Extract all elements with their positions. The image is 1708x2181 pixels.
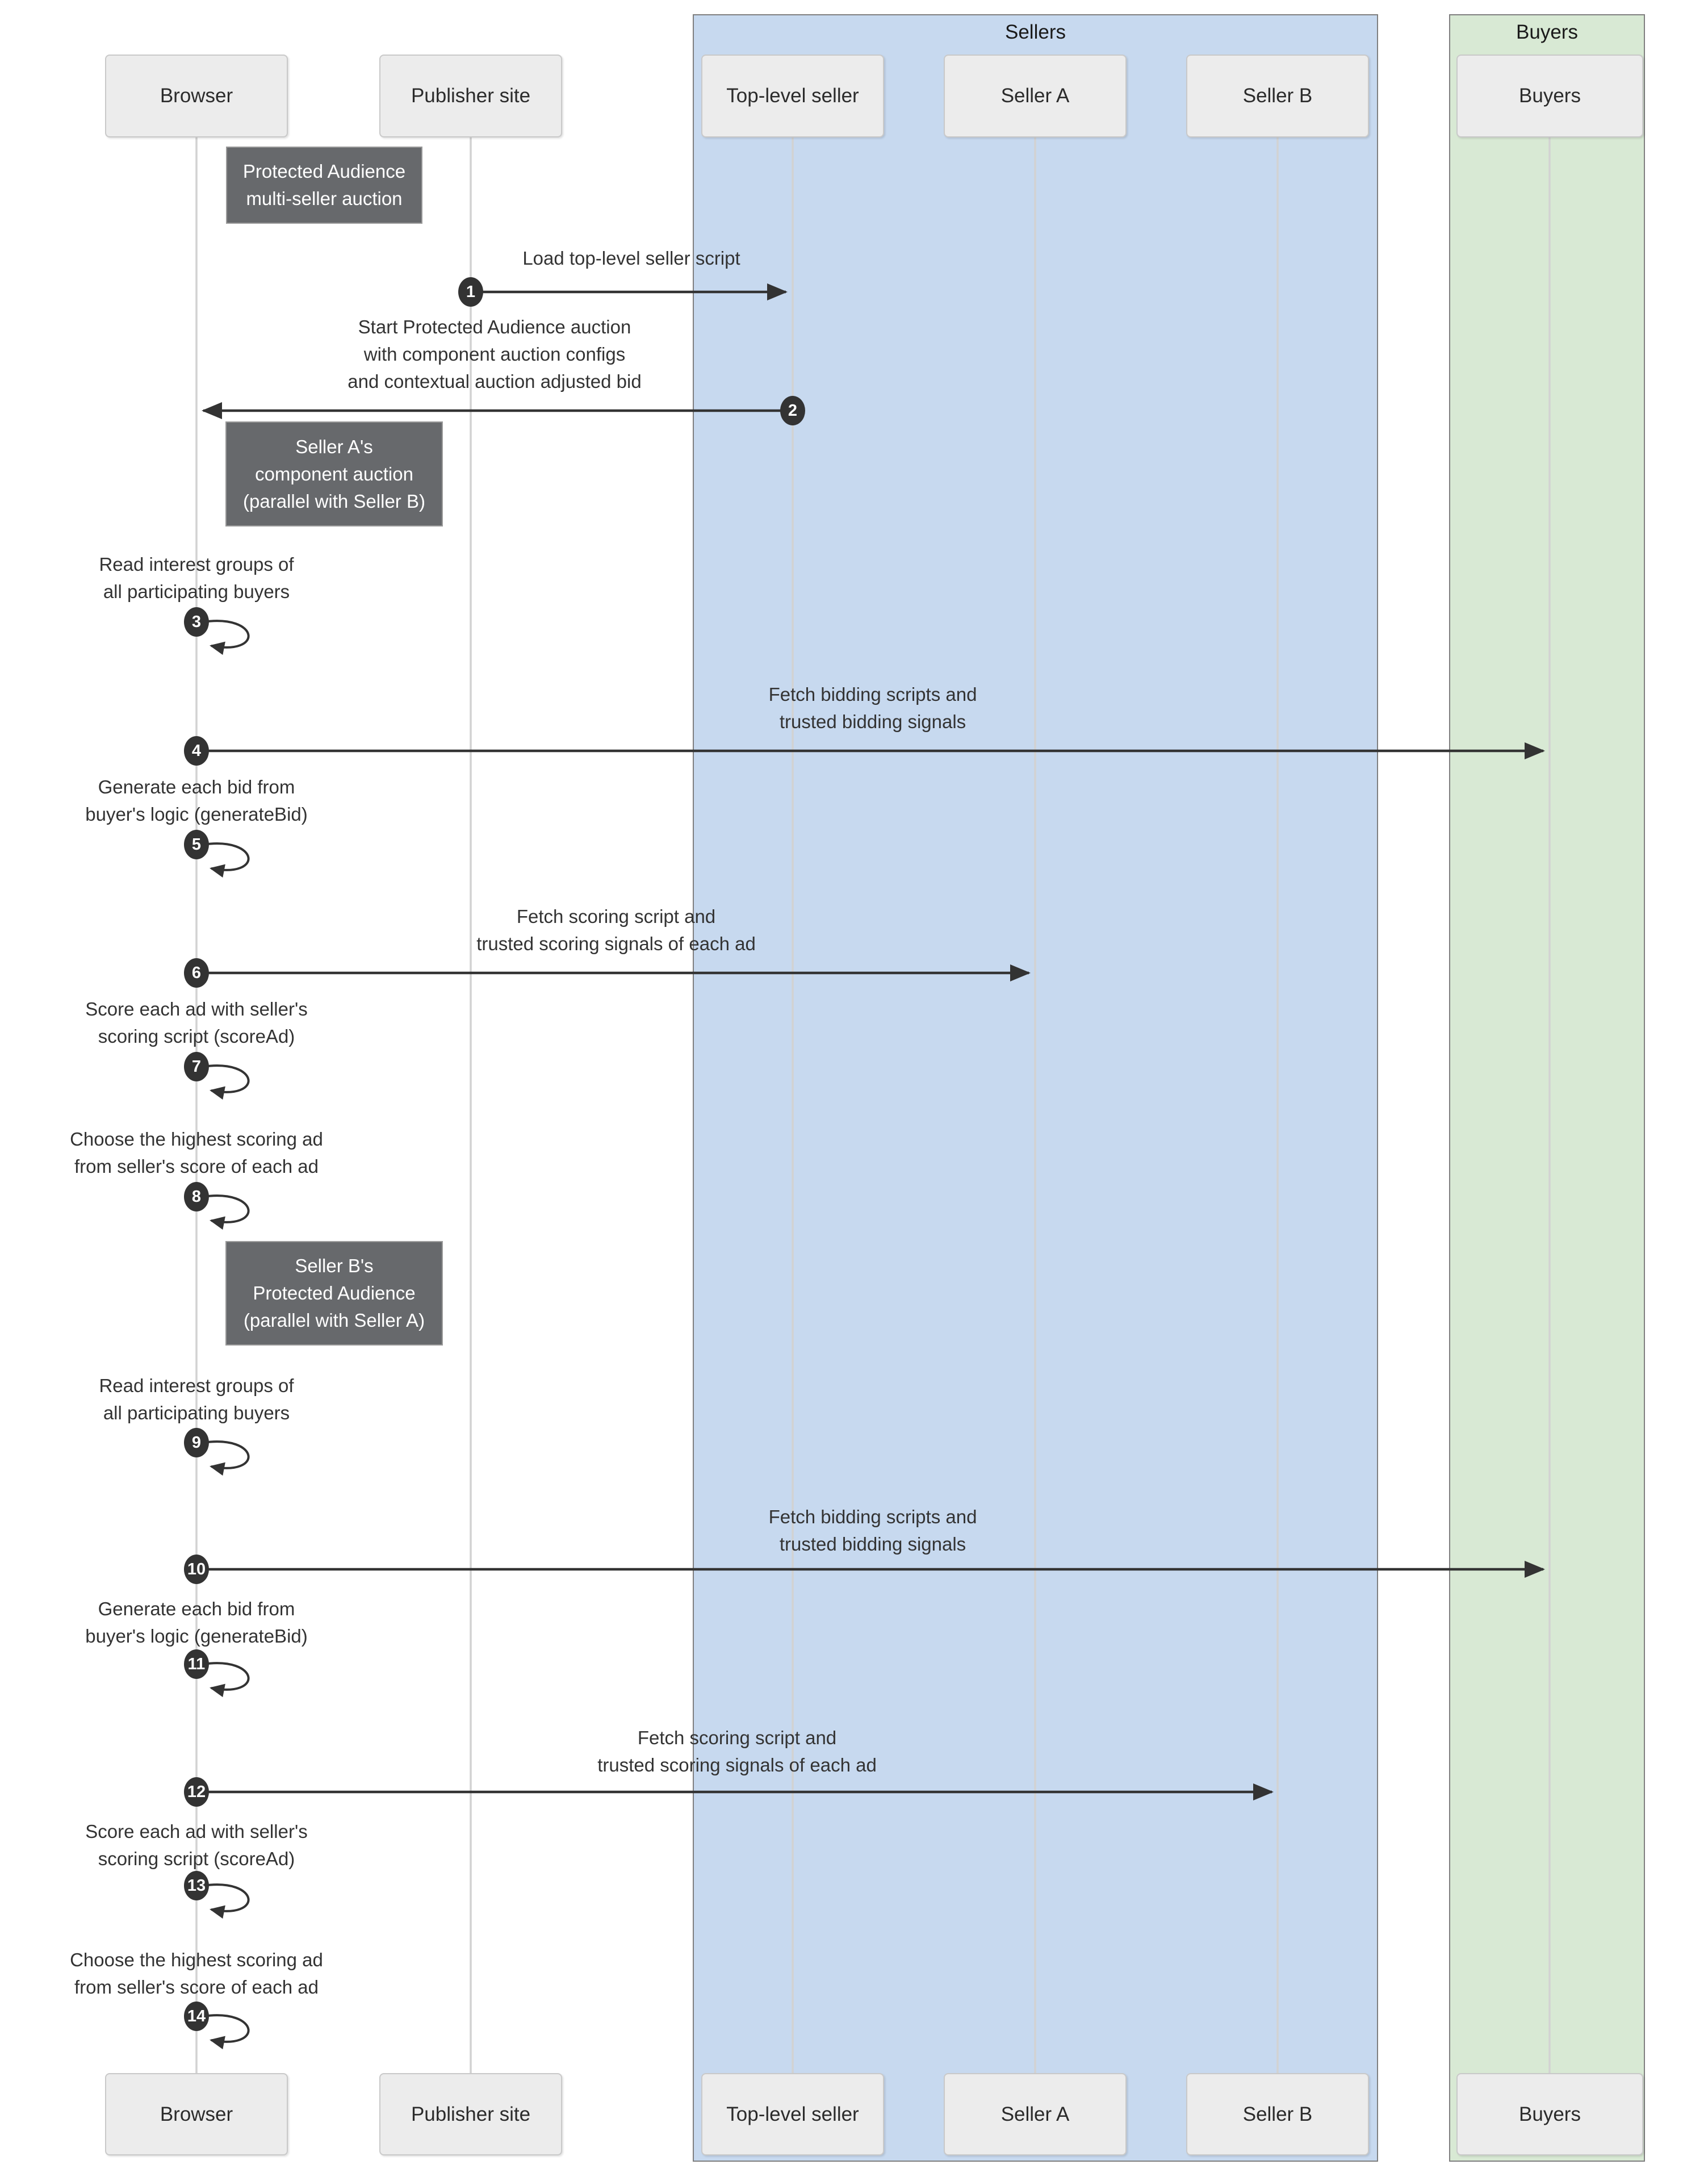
seq-num-5: 5 xyxy=(184,830,209,859)
participant-seller-a-bottom: Seller A xyxy=(944,2073,1127,2155)
selfloop-msg-9 xyxy=(203,1440,250,1476)
label-msg-9: Read interest groups of all participatin… xyxy=(99,1375,294,1423)
participant-seller-a-top: Seller A xyxy=(944,55,1127,137)
participant-seller-b-top: Seller B xyxy=(1186,55,1369,137)
selfloop-msg-13 xyxy=(203,1883,250,1919)
label-msg-5: Generate each bid from buyer's logic (ge… xyxy=(85,776,308,825)
label-msg-8: Choose the highest scoring ad from selle… xyxy=(70,1129,323,1177)
label-msg-3: Read interest groups of all participatin… xyxy=(99,554,294,602)
participant-top-level-seller-top: Top-level seller xyxy=(701,55,884,137)
label-msg-14: Choose the highest scoring ad from selle… xyxy=(70,1949,323,1998)
selfloop-msg-5 xyxy=(203,842,250,878)
label-msg-12: Fetch scoring script and trusted scoring… xyxy=(597,1727,877,1775)
seq-num-8: 8 xyxy=(184,1182,209,1211)
participant-top-level-seller-bottom: Top-level seller xyxy=(701,2073,884,2155)
label-msg-6: Fetch scoring script and trusted scoring… xyxy=(476,906,756,954)
participant-browser-top: Browser xyxy=(105,55,288,137)
seq-num-1: 1 xyxy=(458,277,483,307)
label-msg-7: Score each ad with seller's scoring scri… xyxy=(85,998,308,1047)
participant-buyers-bottom: Buyers xyxy=(1456,2073,1643,2155)
group-buyers: Buyers xyxy=(1449,14,1645,2162)
participant-publisher-site-top: Publisher site xyxy=(379,55,562,137)
seq-num-2: 2 xyxy=(780,396,805,425)
seq-num-7: 7 xyxy=(184,1052,209,1081)
label-msg-1: Load top-level seller script xyxy=(522,248,740,269)
seq-num-9: 9 xyxy=(184,1428,209,1457)
selfloop-msg-14 xyxy=(203,2014,250,2050)
selfloop-msg-8 xyxy=(203,1194,250,1230)
participant-seller-b-bottom: Seller B xyxy=(1186,2073,1369,2155)
seq-num-4: 4 xyxy=(184,736,209,766)
seq-num-14: 14 xyxy=(184,2002,209,2031)
seq-num-12: 12 xyxy=(184,1777,209,1807)
label-msg-10: Fetch bidding scripts and trusted biddin… xyxy=(768,1506,977,1555)
participant-publisher-site-bottom: Publisher site xyxy=(379,2073,562,2155)
note-protected-audience-multi-seller-auction: Protected Audience multi-seller auction xyxy=(226,147,422,224)
group-sellers: Sellers xyxy=(693,14,1378,2162)
note-seller-b-protected-audience: Seller B's Protected Audience (parallel … xyxy=(225,1241,443,1346)
group-buyers-title: Buyers xyxy=(1516,21,1578,43)
seq-num-6: 6 xyxy=(184,958,209,988)
seq-num-11: 11 xyxy=(184,1649,209,1679)
label-msg-2: Start Protected Audience auction with co… xyxy=(348,316,642,392)
seq-num-3: 3 xyxy=(184,607,209,637)
note-seller-a-component-auction: Seller A's component auction (parallel w… xyxy=(225,421,443,527)
selfloop-msg-7 xyxy=(203,1064,250,1100)
participant-buyers-top: Buyers xyxy=(1456,55,1643,137)
participant-browser-bottom: Browser xyxy=(105,2073,288,2155)
selfloop-msg-3 xyxy=(203,620,250,655)
group-sellers-title: Sellers xyxy=(1005,21,1066,43)
label-msg-4: Fetch bidding scripts and trusted biddin… xyxy=(768,684,977,732)
seq-num-10: 10 xyxy=(184,1555,209,1584)
label-msg-13: Score each ad with seller's scoring scri… xyxy=(85,1821,308,1869)
label-msg-11: Generate each bid from buyer's logic (ge… xyxy=(85,1598,308,1647)
seq-num-13: 13 xyxy=(184,1871,209,1900)
selfloop-msg-11 xyxy=(203,1662,250,1698)
